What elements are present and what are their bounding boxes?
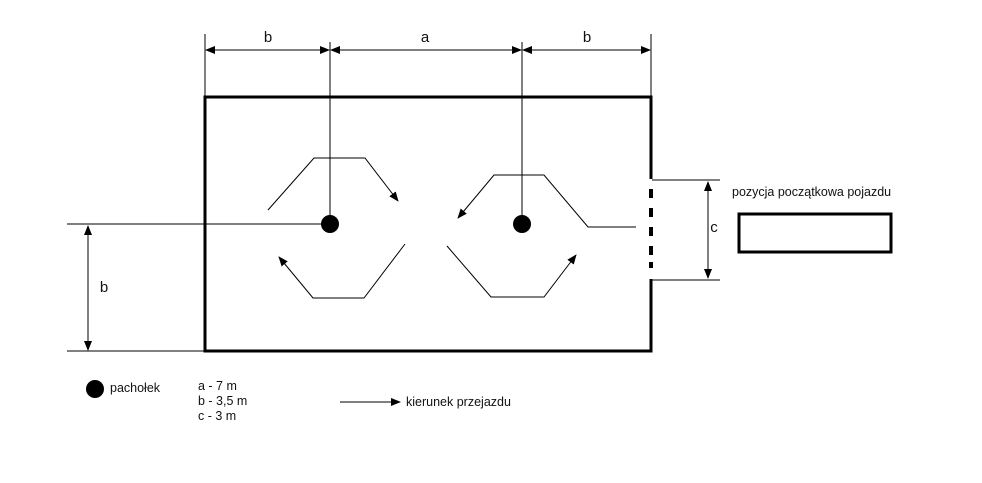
legend-dim-b: b - 3,5 m <box>198 394 247 408</box>
path-right-cone <box>446 174 636 298</box>
cone-left <box>321 215 339 233</box>
dim-label-top-left: b <box>264 29 272 46</box>
dim-label-top-right: b <box>583 29 591 46</box>
cone-right <box>513 215 531 233</box>
vehicle-start-box <box>737 212 893 254</box>
legend-dim-a: a - 7 m <box>198 379 237 393</box>
cone-guides <box>67 42 720 352</box>
top-dimension-lines <box>204 34 652 97</box>
vehicle-start-label: pozycja początkowa pojazdu <box>732 185 891 199</box>
dim-label-right: c <box>710 219 718 236</box>
cone-legend-label: pachołek <box>110 381 161 395</box>
cone-legend-icon <box>86 380 104 398</box>
path-left-cone <box>267 157 406 299</box>
direction-legend-label: kierunek przejazdu <box>406 395 511 409</box>
legend-dim-c: c - 3 m <box>198 409 236 423</box>
dim-label-top-middle: a <box>421 29 430 46</box>
dim-label-left: b <box>100 279 108 296</box>
